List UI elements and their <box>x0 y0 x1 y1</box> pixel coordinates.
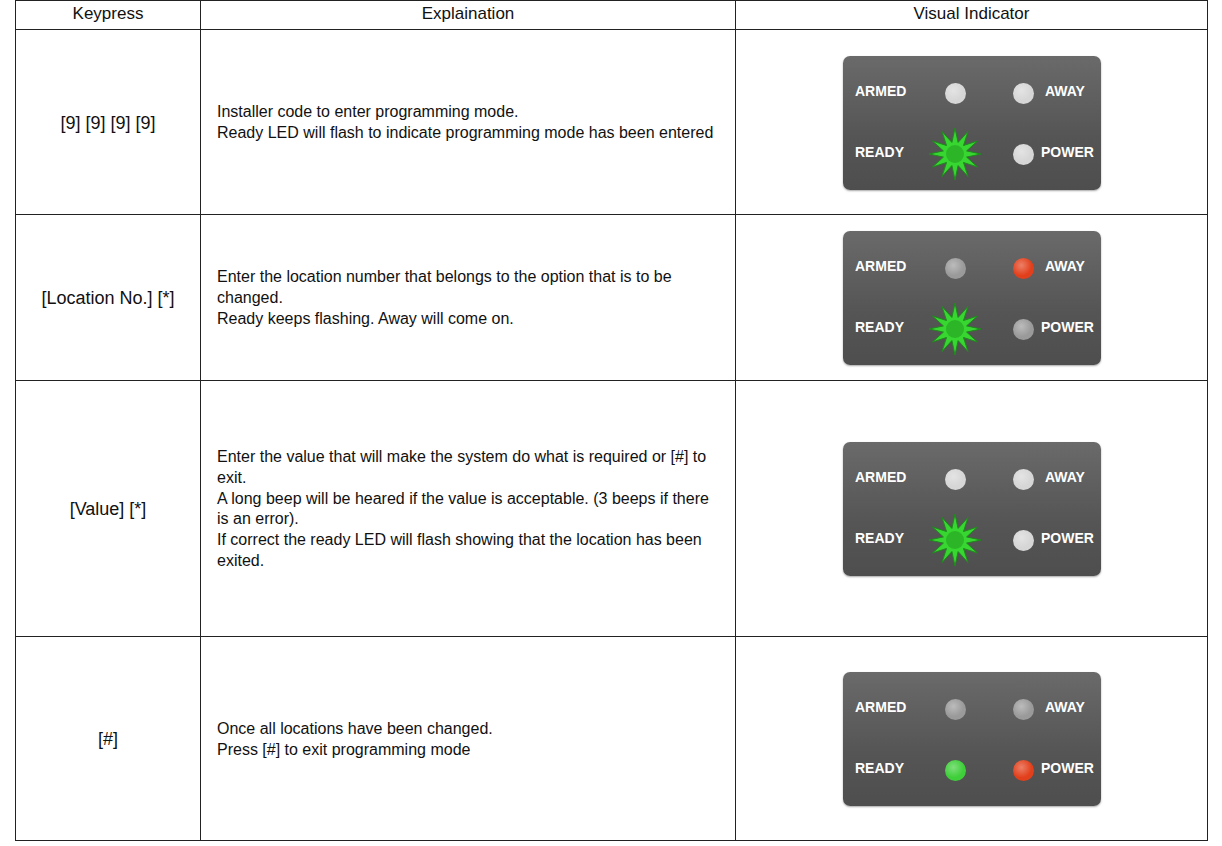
table-cell: Keypress <box>15 0 201 30</box>
keypress-text: [#] <box>22 728 194 751</box>
led-indicator <box>945 760 966 781</box>
led-indicator <box>1013 83 1034 104</box>
explanation-text: Press [#] to exit programming mode <box>217 740 721 761</box>
led-panel: ARMED AWAY READY POWER <box>843 56 1101 190</box>
explanation-block: Enter the location number that belongs t… <box>217 267 721 329</box>
panel-label: ARMED <box>855 83 906 99</box>
table-cell: [#] <box>15 636 201 841</box>
table-cell: [Value] [*] <box>15 380 201 637</box>
table-cell: ARMED AWAY READY POWER <box>735 214 1208 381</box>
panel-label: AWAY <box>1045 699 1085 715</box>
panel-label: AWAY <box>1045 258 1085 274</box>
explanation-block: Once all locations have been changed.Pre… <box>217 719 721 761</box>
led-indicator <box>945 258 966 279</box>
panel-label: POWER <box>1041 760 1094 776</box>
column-header: Explaination <box>201 4 735 24</box>
table-cell: Enter the value that will make the syste… <box>200 380 736 637</box>
led-indicator <box>1013 144 1034 165</box>
flashing-led <box>927 301 983 357</box>
led-panel: ARMED AWAY READY POWER <box>843 442 1101 576</box>
keypress-text: [Value] [*] <box>22 498 194 521</box>
panel-label: READY <box>855 760 904 776</box>
table-cell: [9] [9] [9] [9] <box>15 29 201 215</box>
panel-label: POWER <box>1041 530 1094 546</box>
explanation-text: Ready LED will flash to indicate program… <box>217 123 721 144</box>
led-indicator <box>1013 258 1034 279</box>
panel-label: POWER <box>1041 144 1094 160</box>
panel-label: AWAY <box>1045 469 1085 485</box>
table-cell: Explaination <box>200 0 736 30</box>
led-indicator <box>1013 469 1034 490</box>
keypress-text: [Location No.] [*] <box>22 287 194 310</box>
explanation-text: If correct the ready LED will flash show… <box>217 530 721 572</box>
explanation-text: Enter the location number that belongs t… <box>217 267 721 309</box>
explanation-text: Once all locations have been changed. <box>217 719 721 740</box>
led-indicator <box>1013 530 1034 551</box>
panel-label: ARMED <box>855 258 906 274</box>
led-panel: ARMED AWAY READY POWER <box>843 231 1101 365</box>
table-cell: Installer code to enter programming mode… <box>200 29 736 215</box>
table-cell: Visual Indicator <box>735 0 1208 30</box>
panel-label: ARMED <box>855 469 906 485</box>
panel-label: READY <box>855 530 904 546</box>
panel-label: AWAY <box>1045 83 1085 99</box>
table-cell: Enter the location number that belongs t… <box>200 214 736 381</box>
led-indicator <box>945 699 966 720</box>
explanation-text: Ready keeps flashing. Away will come on. <box>217 309 721 330</box>
panel-label: POWER <box>1041 319 1094 335</box>
table-cell: [Location No.] [*] <box>15 214 201 381</box>
led-indicator <box>1013 319 1034 340</box>
keypress-text: [9] [9] [9] [9] <box>22 112 194 135</box>
led-indicator <box>945 83 966 104</box>
table-cell: ARMED AWAY READY POWER <box>735 636 1208 841</box>
explanation-text: Enter the value that will make the syste… <box>217 447 721 489</box>
panel-label: READY <box>855 144 904 160</box>
explanation-text: A long beep will be heared if the value … <box>217 489 721 531</box>
flashing-led <box>927 512 983 568</box>
explanation-block: Enter the value that will make the syste… <box>217 447 721 572</box>
led-indicator <box>945 469 966 490</box>
led-indicator <box>1013 699 1034 720</box>
led-indicator <box>1013 760 1034 781</box>
explanation-block: Installer code to enter programming mode… <box>217 102 721 144</box>
column-header: Keypress <box>16 4 200 24</box>
explanation-text: Installer code to enter programming mode… <box>217 102 721 123</box>
table-cell: ARMED AWAY READY POWER <box>735 380 1208 637</box>
led-panel: ARMED AWAY READY POWER <box>843 672 1101 806</box>
table-cell: ARMED AWAY READY POWER <box>735 29 1208 215</box>
flashing-led <box>927 126 983 182</box>
panel-label: ARMED <box>855 699 906 715</box>
panel-label: READY <box>855 319 904 335</box>
column-header: Visual Indicator <box>736 4 1207 24</box>
table-cell: Once all locations have been changed.Pre… <box>200 636 736 841</box>
